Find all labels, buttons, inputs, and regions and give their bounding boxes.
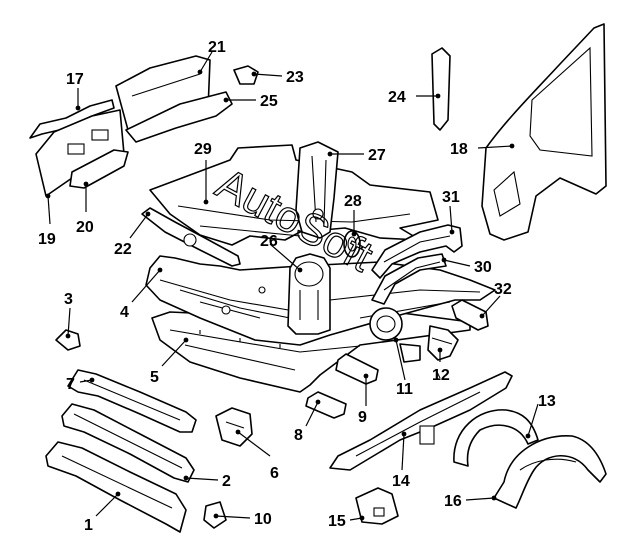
callout-8: 8 bbox=[294, 427, 303, 444]
callout-27: 27 bbox=[368, 147, 386, 164]
callout-6: 6 bbox=[270, 465, 279, 482]
part-28-cap bbox=[343, 230, 361, 258]
callout-4: 4 bbox=[120, 304, 129, 321]
leader-lines bbox=[47, 51, 539, 521]
callout-14: 14 bbox=[392, 473, 410, 490]
callout-labels: 1 2 3 4 5 7 8 9 10 11 12 13 14 15 16 17 … bbox=[38, 39, 556, 534]
part-9-crossbeam bbox=[335, 353, 379, 385]
part-14-side-member bbox=[329, 371, 513, 471]
callout-3: 3 bbox=[64, 291, 73, 308]
part-2-crossmember bbox=[61, 403, 195, 483]
callout-7: 7 bbox=[66, 376, 75, 393]
callout-30: 30 bbox=[474, 259, 492, 276]
callout-9: 9 bbox=[358, 409, 367, 426]
part-1-crossmember bbox=[45, 441, 187, 533]
part-26-tunnel bbox=[287, 253, 331, 335]
callout-15: 15 bbox=[328, 513, 346, 530]
callout-31: 31 bbox=[442, 189, 460, 206]
part-16-wheel-arch bbox=[493, 435, 607, 509]
callout-1: 1 bbox=[84, 517, 93, 534]
part-27-center-pillar bbox=[295, 141, 339, 239]
part-31-cross-member bbox=[371, 224, 463, 279]
part-23-clip bbox=[233, 65, 259, 85]
callout-29: 29 bbox=[194, 141, 212, 158]
callout-23: 23 bbox=[286, 69, 304, 86]
callout-13: 13 bbox=[538, 393, 556, 410]
callout-19: 19 bbox=[38, 231, 56, 248]
callout-12: 12 bbox=[432, 367, 450, 384]
callout-16: 16 bbox=[444, 493, 462, 510]
part-29-floor-panel bbox=[149, 144, 439, 246]
callout-32: 32 bbox=[494, 281, 512, 298]
callout-24: 24 bbox=[388, 89, 406, 106]
callout-5: 5 bbox=[150, 369, 159, 386]
callout-10: 10 bbox=[254, 511, 272, 528]
callout-11: 11 bbox=[396, 381, 413, 398]
leader-dots bbox=[45, 69, 531, 521]
callout-22: 22 bbox=[114, 241, 132, 258]
part-3-clip bbox=[55, 329, 81, 351]
part-15-plate bbox=[355, 487, 399, 525]
part-18-quarter-panel bbox=[481, 23, 607, 241]
part-25-panel bbox=[125, 91, 233, 143]
part-7-crossmember bbox=[67, 369, 197, 433]
part-30-cross-member bbox=[371, 253, 447, 305]
callout-25: 25 bbox=[260, 93, 278, 110]
callout-21: 21 bbox=[208, 39, 226, 56]
part-20-trim bbox=[69, 149, 129, 189]
callout-17: 17 bbox=[66, 71, 84, 88]
part-6-bracket bbox=[215, 407, 253, 447]
callout-18: 18 bbox=[450, 141, 468, 158]
callout-2: 2 bbox=[222, 473, 231, 490]
callout-26: 26 bbox=[260, 233, 278, 250]
part-24-pillar bbox=[431, 47, 451, 131]
part-12-bracket bbox=[427, 325, 459, 379]
callout-20: 20 bbox=[76, 219, 94, 236]
part-22-cross-rail bbox=[141, 207, 241, 267]
part-32-bracket bbox=[451, 299, 489, 331]
callout-28: 28 bbox=[344, 193, 362, 210]
part-11-round-mount bbox=[369, 307, 421, 363]
part-8-crossbeam bbox=[305, 391, 347, 419]
part-13-wheel-arch bbox=[453, 409, 539, 467]
